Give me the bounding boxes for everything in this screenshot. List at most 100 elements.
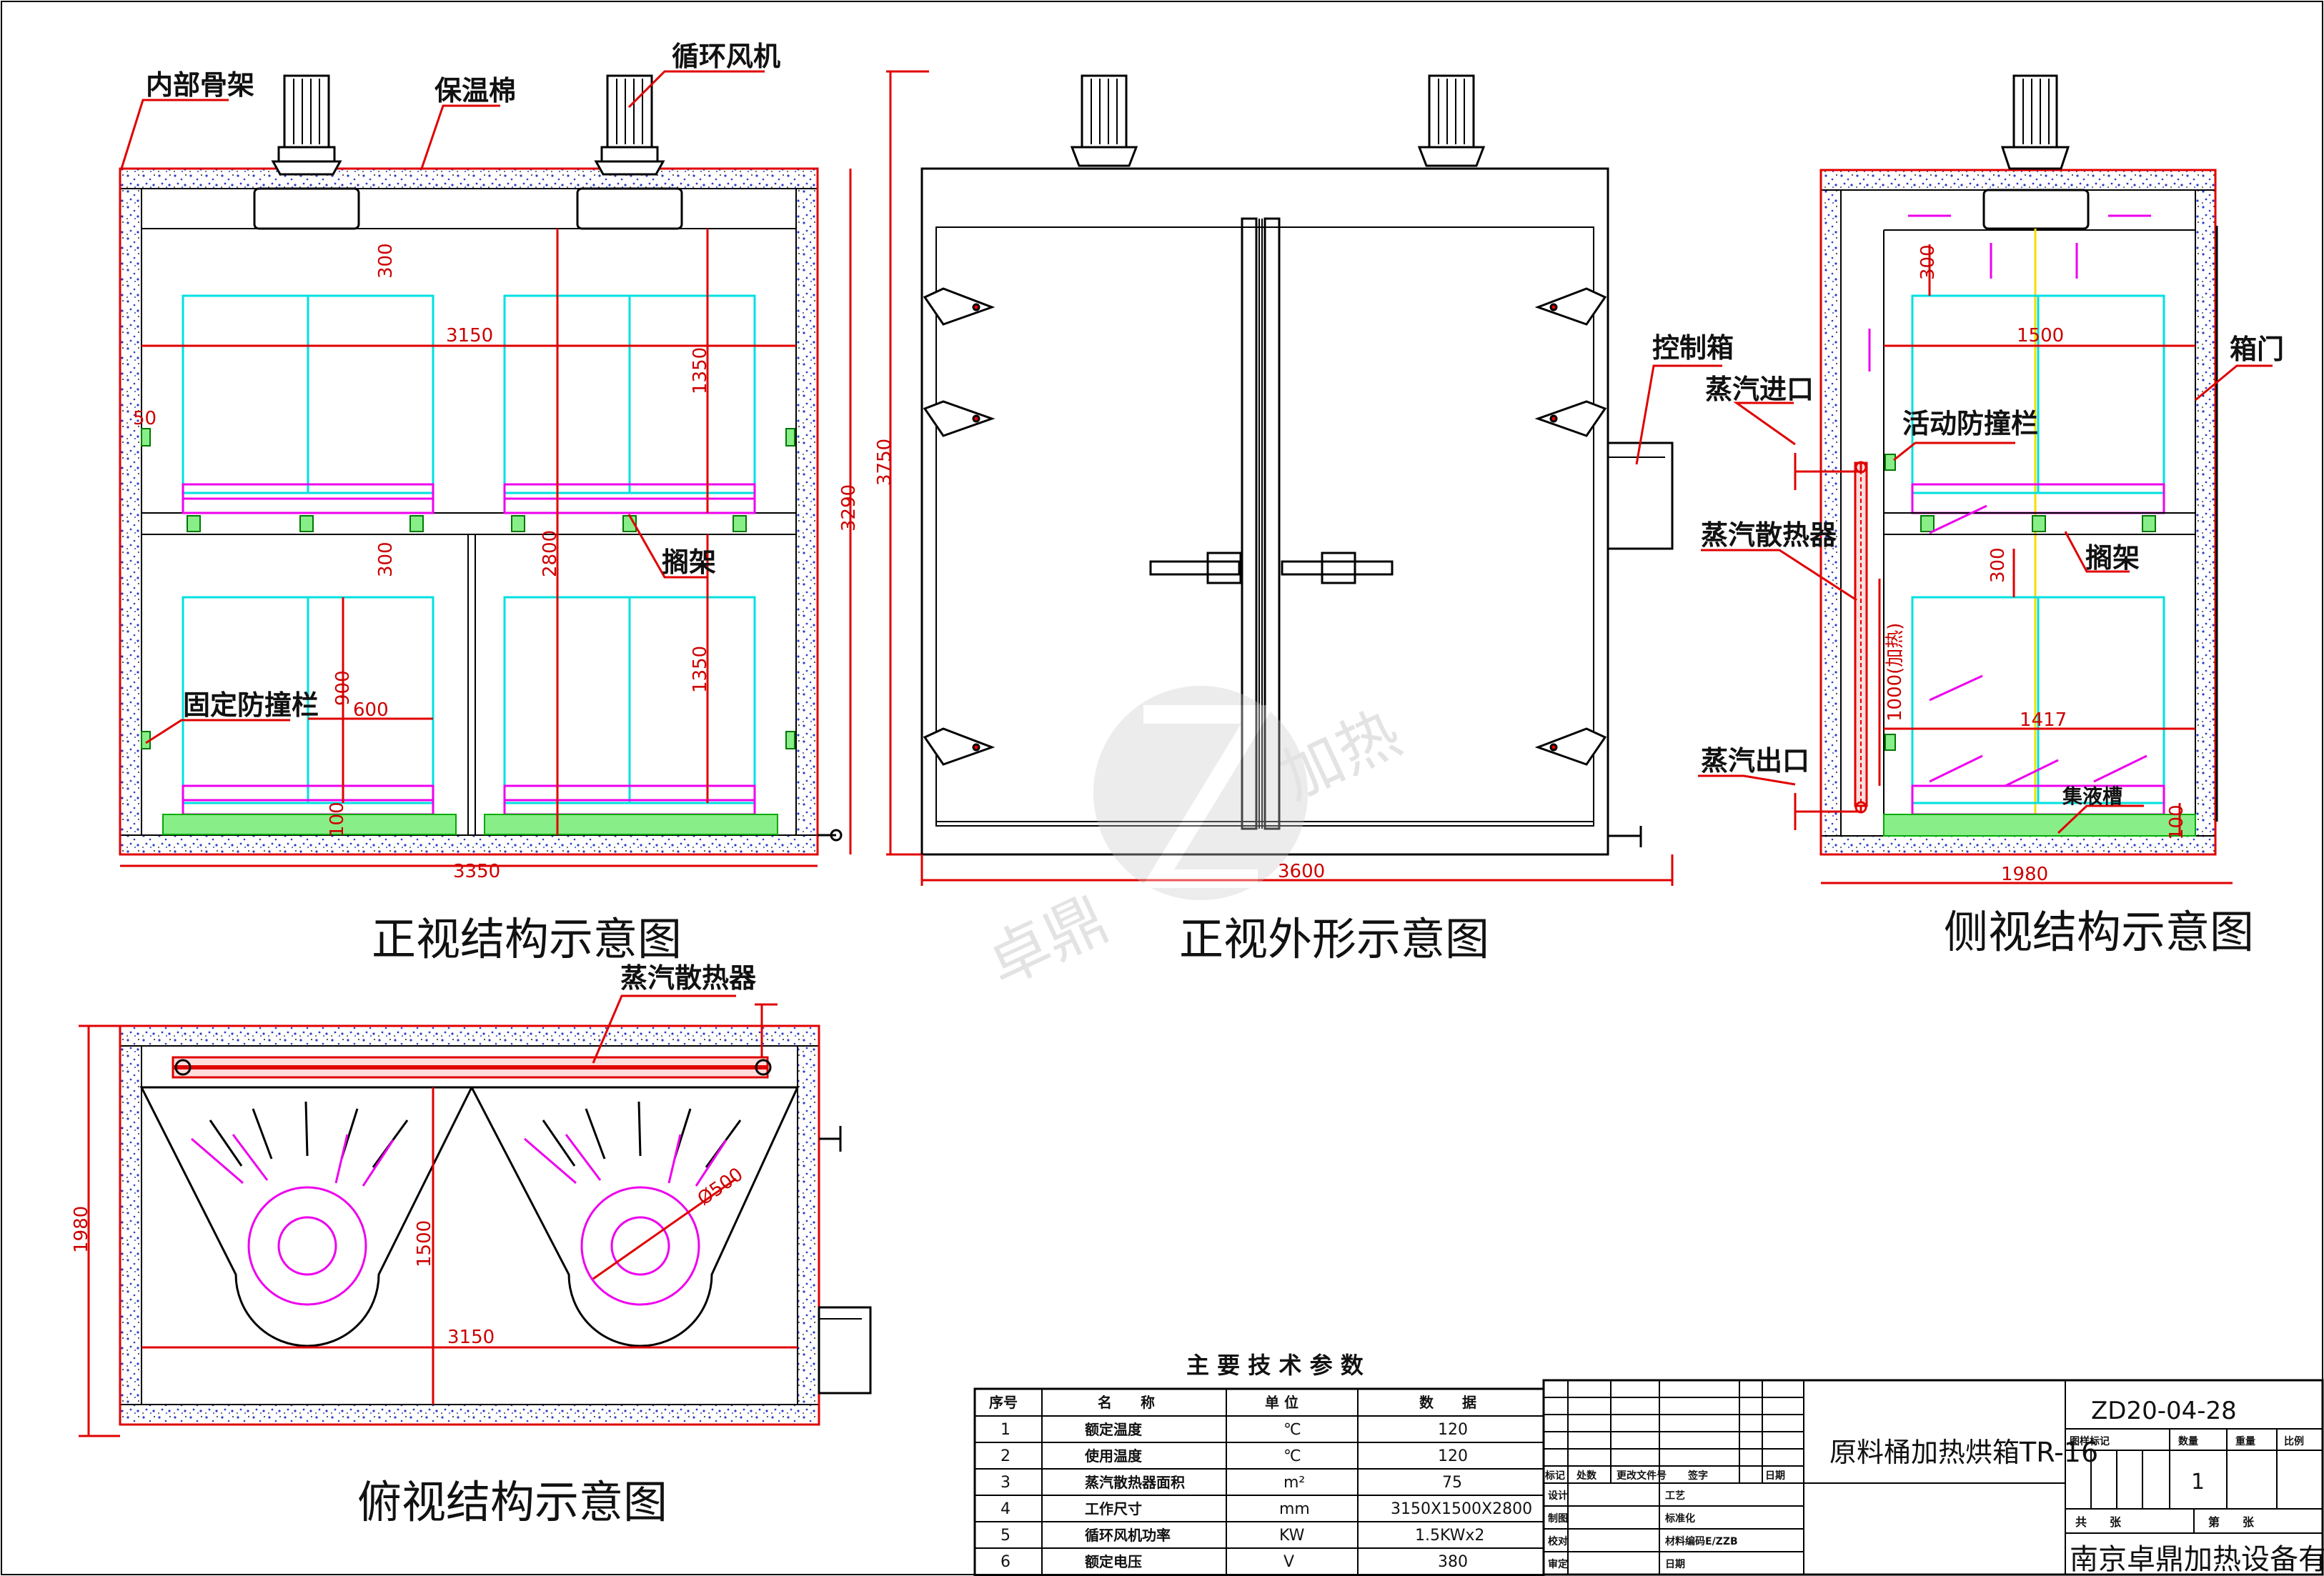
dim-front-shelf-lower: 1350 [690, 646, 711, 693]
spec-cell: V [1283, 1553, 1294, 1571]
dim-front-shelf-upper: 1350 [690, 347, 711, 394]
spec-cell: 75 [1442, 1474, 1462, 1492]
spec-cell: 1.5KWx2 [1415, 1527, 1484, 1545]
spec-cell: 5 [1000, 1527, 1010, 1545]
airflow-marks [1868, 214, 2151, 787]
hinges-left [923, 287, 995, 766]
insulation-leader [420, 104, 500, 169]
label-inner-frame: 内部骨架 [146, 69, 254, 101]
hinges-right [1534, 287, 1607, 766]
middle-shelf [141, 512, 797, 535]
dim-side-mid-gap: 300 [1987, 547, 2009, 583]
rev-header: 日期 [1765, 1470, 1785, 1482]
callout-labels: 内部骨架 保温棉 循环风机 固定防撞栏 搁架 控制箱 蒸汽进口 蒸汽散热器 蒸汽… [146, 41, 2284, 994]
company-name: 南京卓鼎加热设备有限公司 [2070, 1543, 2324, 1576]
dim-outer-width: 3600 [1278, 861, 1325, 882]
dim-front-bucket-h: 900 [332, 670, 354, 706]
sign-label: 审定 [1548, 1558, 1568, 1570]
fan-duct-left [139, 1086, 474, 1347]
left-insulation [119, 188, 142, 855]
dim-side-radiator-h: 1000(加热) [1884, 623, 1906, 722]
bottom-insulation [119, 834, 818, 855]
scale-label: 比例 [2284, 1435, 2304, 1447]
fan-blades [209, 1101, 742, 1168]
top-control-box [818, 1306, 872, 1395]
spec-cell: 2 [1000, 1447, 1010, 1465]
dim-front-width: 3350 [453, 861, 500, 882]
spec-cell: KW [1279, 1527, 1305, 1545]
spec-cell: 3 [1000, 1474, 1010, 1492]
dim-side-top-gap: 300 [1917, 244, 1939, 280]
outline-motor-left [1070, 74, 1138, 167]
spec-cell: 120 [1438, 1421, 1468, 1439]
fixed-guard-leader [145, 719, 290, 744]
label-steam-radiator-top: 蒸汽散热器 [620, 962, 757, 994]
sign-label: 制图 [1548, 1512, 1568, 1525]
sheets-total: 共 张 [2075, 1515, 2122, 1529]
spec-header-name: 名 称 [1098, 1394, 1155, 1411]
side-rack-leader [2064, 531, 2130, 573]
door-handle-right[interactable] [1281, 552, 1394, 584]
dim-top-fan-dia: Ø500 [694, 1164, 748, 1210]
fan-duct-right [470, 1086, 800, 1347]
rev-header: 标记 [1544, 1470, 1565, 1482]
spec-cell: m² [1283, 1474, 1305, 1492]
title-front-structure: 正视结构示意图 [372, 913, 682, 965]
spec-cell: 循环风机功率 [1085, 1527, 1171, 1544]
dim-front-top-gap: 300 [375, 243, 397, 279]
spec-cell: 工作尺寸 [1085, 1500, 1142, 1517]
drip-tray [1883, 814, 2196, 837]
sign-label: 设计 [1548, 1490, 1568, 1502]
outline-motor-right [1417, 74, 1486, 167]
spec-cell: 380 [1438, 1553, 1468, 1571]
stage-mark-label: 图样标记 [2070, 1435, 2110, 1447]
spec-header-no: 序号 [989, 1394, 1018, 1411]
control-box-leader [1635, 364, 1722, 465]
title-top-structure: 俯视结构示意图 [357, 1476, 667, 1528]
spec-cell: ℃ [1283, 1447, 1301, 1465]
bottom-pallet-right [484, 814, 778, 835]
front-structure-view [119, 70, 852, 867]
sign-label: 材料编码E/ZZB [1665, 1535, 1738, 1547]
sign-label: 标准化 [1664, 1512, 1695, 1525]
spec-cell: mm [1279, 1500, 1310, 1518]
steam-outlet-leader [1698, 774, 1796, 786]
dimension-labels: 3150 3350 3290 300 300 50 2800 1350 1350… [71, 243, 2188, 1348]
dim-side-lower-width: 1417 [2020, 709, 2067, 731]
sign-label: 校对 [1548, 1535, 1568, 1547]
title-block: 标记 处数 更改文件号 签字 日期 设计 工艺 制图 标准化 校对 材料编码E/… [1542, 1379, 2324, 1576]
spec-cell: ℃ [1283, 1421, 1301, 1439]
label-fixed-guard: 固定防撞栏 [183, 689, 319, 721]
dim-side-bottom: 100 [2166, 804, 2188, 840]
dim-front-mid-gap: 300 [375, 542, 397, 577]
door-handle-left[interactable] [1149, 552, 1242, 584]
spec-table: 主 要 技 术 参 数 序号 名 称 单 位 数 据 1 额定温度 ℃ 120 … [973, 1352, 1545, 1576]
radiator-leader [1701, 549, 1857, 602]
bottom-pallet-left [162, 814, 457, 835]
fan-leader [627, 70, 765, 109]
front-outline-view [886, 70, 1722, 886]
spec-header-value: 数 据 [1419, 1394, 1476, 1411]
qty-value: 1 [2191, 1470, 2205, 1495]
label-movable-guard: 活动防撞栏 [1902, 408, 2038, 439]
rev-header: 更改文件号 [1617, 1470, 1667, 1482]
top-structure-view [79, 994, 872, 1437]
inner-frame-leader [120, 99, 229, 169]
movable-guard-leader [1893, 442, 2015, 462]
dim-front-inner-height: 2800 [540, 530, 561, 577]
spec-cell: 4 [1000, 1500, 1010, 1518]
dim-front-bottom: 100 [327, 802, 348, 837]
dim-top-depth: 1980 [71, 1206, 92, 1253]
fan-motor-right [576, 74, 683, 230]
top-insulation [119, 168, 818, 189]
label-insulation: 保温棉 [434, 75, 516, 106]
product-name: 原料桶加热烘箱TR-16 [1829, 1437, 2098, 1468]
rack-leader [627, 514, 707, 579]
dim-top-inner-width: 3150 [447, 1327, 495, 1348]
spec-cell: 额定温度 [1085, 1421, 1143, 1438]
dim-front-bucket-w: 600 [353, 699, 389, 721]
dim-side-width: 1980 [2001, 864, 2048, 885]
dim-side-inner-width: 1500 [2017, 325, 2064, 346]
sign-label: 工艺 [1665, 1490, 1685, 1502]
